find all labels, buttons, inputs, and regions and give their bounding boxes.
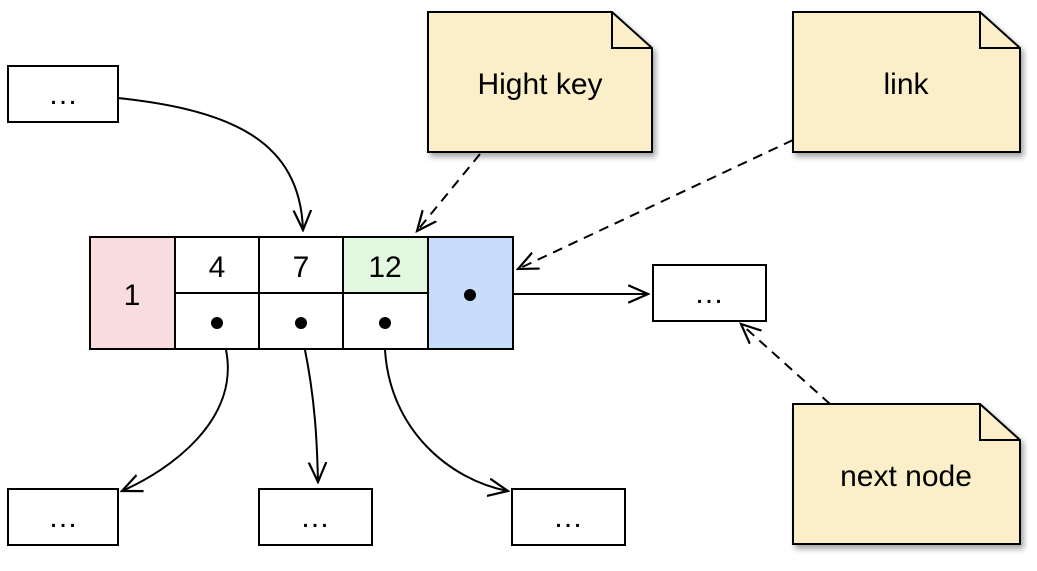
link-pointer-dot — [464, 289, 476, 301]
key-value-1: 4 — [209, 251, 226, 284]
next-node-box-label: … — [694, 277, 724, 310]
arrow-next-node-note — [741, 324, 831, 405]
child-box-3: … — [511, 488, 626, 546]
pointer-dot-1 — [211, 317, 223, 329]
child-box-2-label: … — [300, 501, 330, 534]
arrow-pointer-3-to-child-3 — [384, 349, 508, 491]
level-value: 1 — [124, 279, 141, 312]
pointer-cell-1 — [174, 292, 260, 350]
note-link-text: link — [883, 68, 929, 101]
arrow-top-left-to-node — [117, 97, 303, 230]
pointer-cell-2 — [258, 292, 344, 350]
arrow-pointer-2-to-child-2 — [304, 349, 318, 482]
child-box-3-label: … — [553, 501, 583, 534]
key-cell-2 — [258, 236, 344, 294]
arrow-pointer-1-to-child-1 — [122, 349, 229, 491]
key-value-2: 7 — [293, 251, 310, 284]
high-key-cell — [342, 236, 429, 294]
note-next-node — [792, 403, 1021, 545]
high-key-value: 12 — [368, 251, 401, 284]
note-high-key — [427, 11, 653, 153]
top-left-box: … — [7, 65, 119, 123]
child-box-1: … — [7, 488, 119, 546]
arrow-link-note — [518, 139, 794, 269]
pointer-dot-3 — [379, 317, 391, 329]
note-link — [792, 11, 1021, 153]
child-box-2: … — [258, 488, 373, 546]
child-box-1-label: … — [48, 501, 78, 534]
pointer-dot-2 — [295, 317, 307, 329]
note-next-node-text: next node — [840, 460, 972, 493]
btree-node: 1 4 7 12 — [89, 236, 514, 350]
next-node-box: … — [652, 264, 767, 322]
arrow-high-key-note — [417, 153, 481, 231]
note-high-key-text: Hight key — [477, 68, 602, 101]
top-left-box-label: … — [48, 78, 78, 111]
level-cell — [89, 236, 176, 350]
